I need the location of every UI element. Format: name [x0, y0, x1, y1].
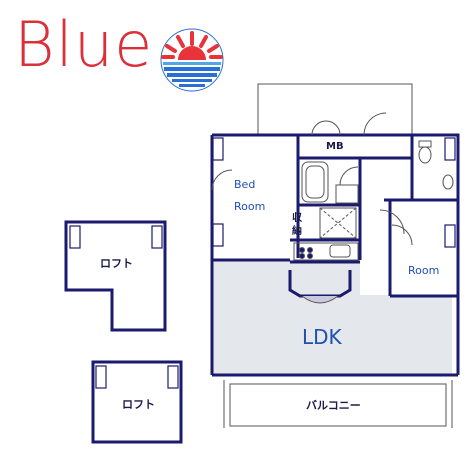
upper-balcony-outline — [257, 83, 413, 135]
lower-balcony — [223, 380, 453, 428]
mb-label: MB — [326, 141, 344, 152]
room-label: Room — [408, 264, 440, 277]
bedroom-label-line1: Bed — [234, 178, 256, 191]
loft-lower-label: ロフト — [122, 398, 155, 411]
doors — [211, 112, 413, 246]
kitchen — [288, 242, 359, 304]
loft-upper-walls — [64, 220, 167, 332]
bedroom-label-line2: Room — [234, 200, 266, 213]
sunset-over-sea-icon — [160, 28, 224, 92]
bathroom-fixtures — [301, 140, 454, 239]
storage-label-line1: 収 — [292, 213, 302, 224]
main-unit-walls — [210, 133, 460, 377]
storage-label-line2: 納 — [292, 226, 302, 237]
ldk-label: LDK — [302, 325, 342, 349]
loft-upper-label: ロフト — [100, 257, 133, 270]
loft-lower-walls — [91, 360, 183, 444]
brand-name: Blue — [14, 8, 154, 81]
windows — [212, 137, 456, 248]
balcony-label: バルコニー — [306, 399, 361, 412]
